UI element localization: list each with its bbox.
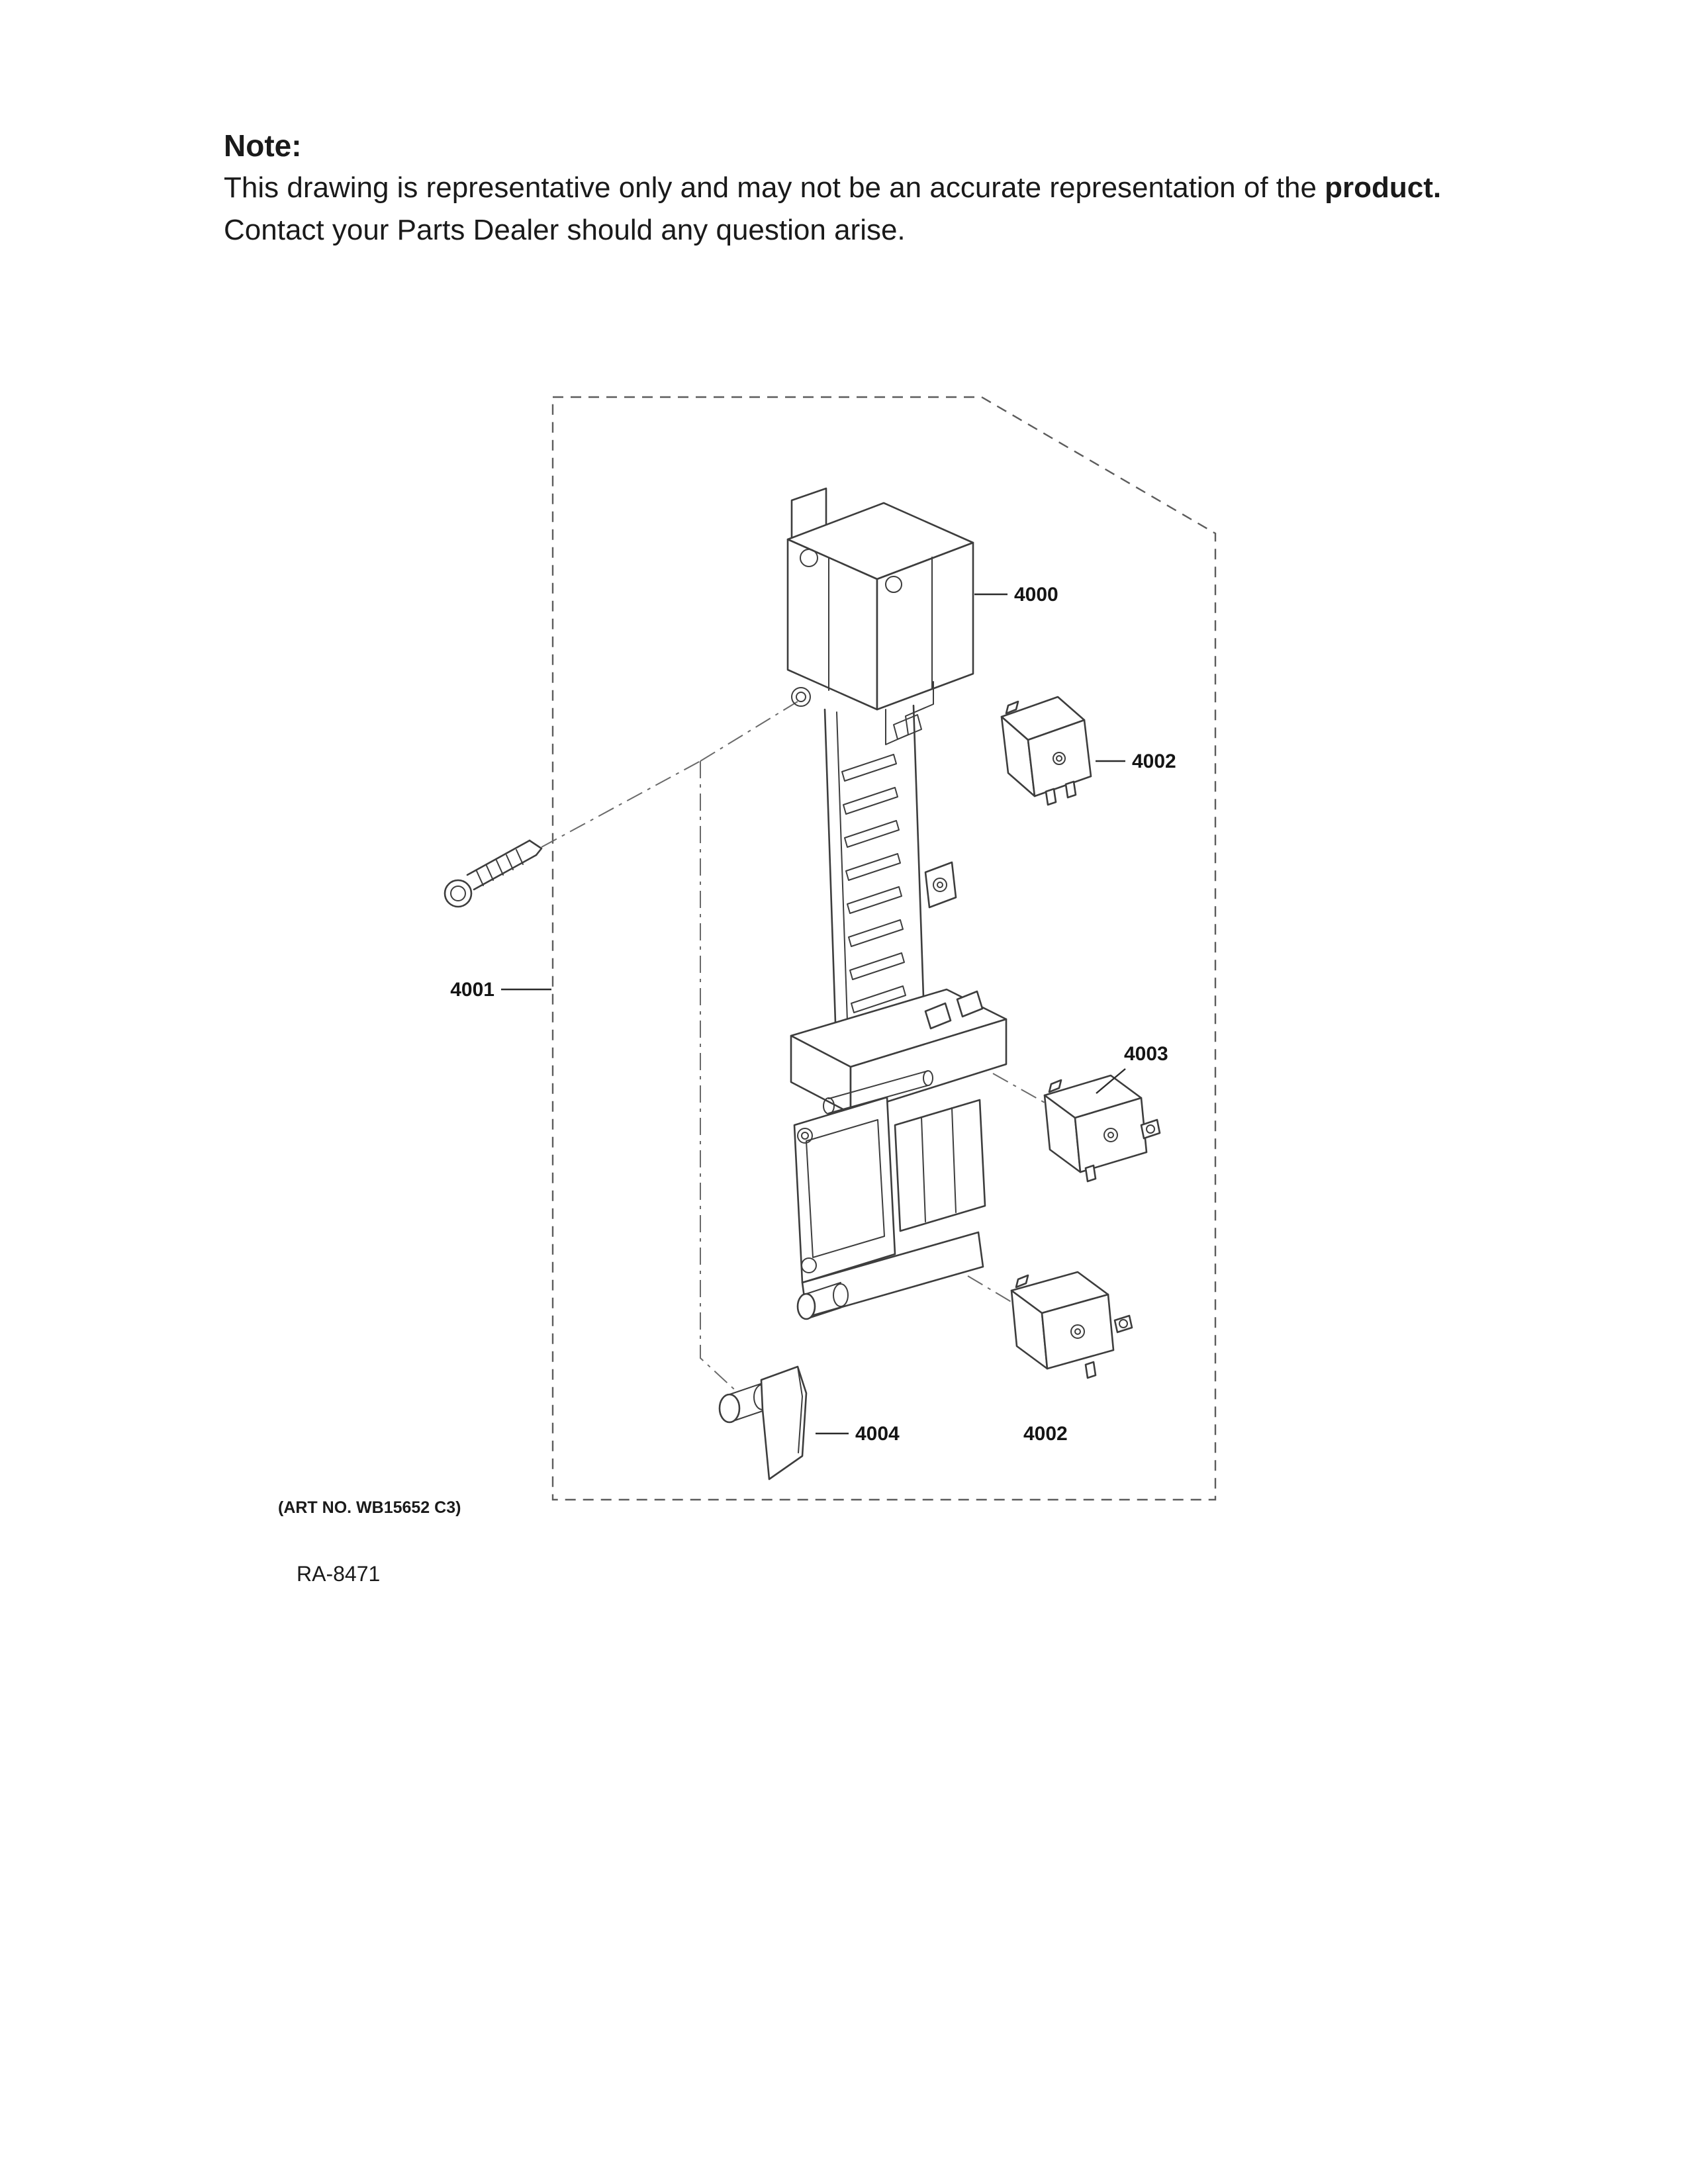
ra-number: RA-8471 [297, 1562, 381, 1586]
note-line-1-bold-text: product. [1325, 171, 1442, 204]
callout-4003-switch-middle: 4003 [1124, 1043, 1168, 1065]
callout-leader-lines [501, 593, 1126, 1435]
note-line-2: Contact your Parts Dealer should any que… [224, 214, 906, 246]
micro-switch-bottom-drawing [1010, 1271, 1133, 1379]
note-line-1: This drawing is representative only and … [224, 167, 1654, 209]
latch-lever-drawing [718, 1365, 808, 1480]
screw-drawing [444, 839, 543, 908]
latch-board-body-drawing [786, 487, 1008, 1320]
note-heading: Note: [224, 128, 302, 163]
callout-4001-screw: 4001 [450, 979, 494, 1001]
micro-switch-middle-drawing [1043, 1074, 1161, 1183]
art-number: (ART NO. WB15652 C3) [278, 1498, 461, 1517]
callout-4002-switch-top: 4002 [1132, 751, 1176, 772]
assembly-boundary-dashed-outline [551, 396, 1217, 1501]
projection-centerlines [541, 701, 1045, 1390]
note-line-1-text: This drawing is representative only and … [224, 171, 1325, 204]
callout-4002-switch-bottom: 4002 [1023, 1423, 1068, 1445]
micro-switch-top-drawing [1000, 696, 1092, 806]
callout-4004-lever: 4004 [855, 1423, 900, 1445]
note-block: Note: This drawing is representative onl… [224, 124, 1654, 251]
callout-4000-housing: 4000 [1014, 584, 1058, 606]
